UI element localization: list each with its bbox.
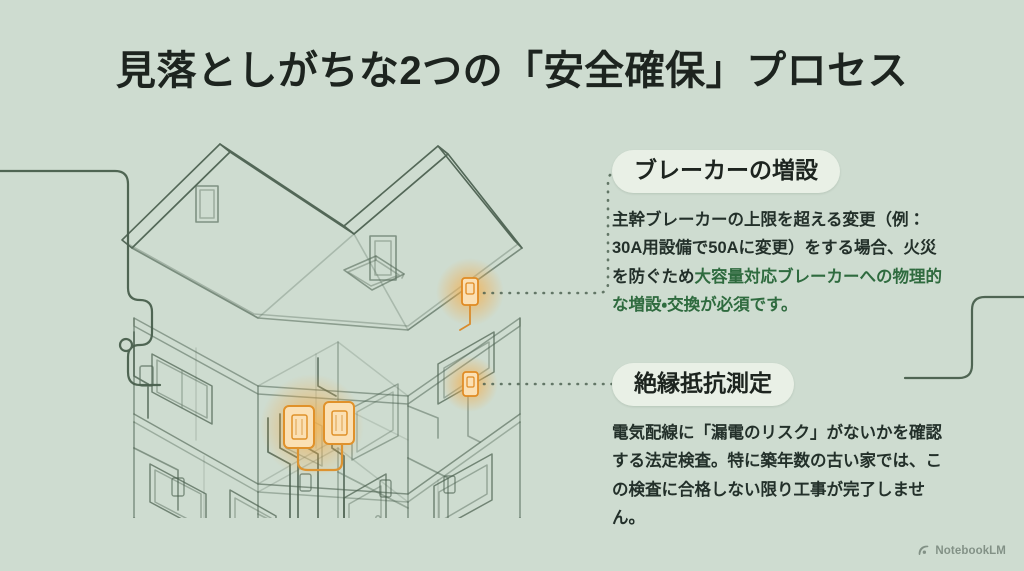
outlet-marker-highlight	[442, 356, 498, 412]
breaker-marker-highlight	[436, 258, 504, 331]
watermark: NotebookLM	[917, 544, 1006, 557]
callout-insulation: 絶縁抵抗測定 電気配線に「漏電のリスク」がないかを確認する法定検査。特に築年数の…	[612, 363, 962, 532]
watermark-label: NotebookLM	[935, 544, 1006, 557]
distribution-board-highlight	[260, 374, 364, 478]
callout-breaker-body: 主幹ブレーカーの上限を超える変更（例：30A用設備で50Aに変更）をする場合、火…	[612, 206, 952, 320]
callout-insulation-body: 電気配線に「漏電のリスク」がないかを確認する法定検査。特に築年数の古い家では、こ…	[612, 419, 952, 533]
callout-insulation-heading: 絶縁抵抗測定	[612, 363, 794, 406]
callout-breaker-heading: ブレーカーの増設	[612, 150, 840, 193]
notebooklm-logo-icon	[918, 545, 929, 556]
callout-insulation-body-plain: 電気配線に「漏電のリスク」がないかを確認する法定検査。特に築年数の古い家では、こ…	[612, 423, 942, 527]
callout-breaker: ブレーカーの増設 主幹ブレーカーの上限を超える変更（例：30A用設備で50Aに変…	[612, 150, 962, 319]
house-illustration	[121, 143, 523, 518]
callout-breaker-body-emphasis: 大容量対応ブレーカーへの物理的な増設・交換が必須です。	[612, 267, 942, 314]
callout-breaker-body-plain: 主幹ブレーカーの上限を超える変更（例：30A用設備で50Aに変更）をする場合、火…	[612, 210, 937, 286]
page-title: 見落としがちな2つの「安全確保」プロセス	[115, 49, 909, 93]
